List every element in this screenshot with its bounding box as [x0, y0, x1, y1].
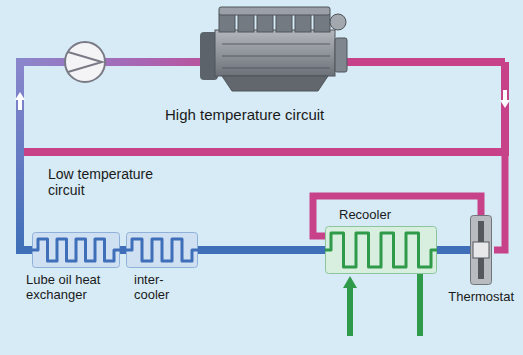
component-label: Thermostat [448, 289, 514, 304]
tube-coil [32, 239, 120, 261]
cooling-water-arrow [343, 276, 357, 288]
turbocharger [330, 14, 346, 30]
heat-exchanger-box-shape [32, 232, 120, 268]
engine-front-cover [335, 38, 347, 72]
cylinder-head [219, 14, 235, 32]
lt-pipe [20, 58, 34, 250]
thermostat-element [473, 242, 489, 258]
cylinder-head [314, 14, 330, 32]
thermostat-valve-shape [470, 215, 492, 285]
coolant-pipe [437, 246, 470, 254]
cylinder-head [295, 14, 311, 32]
cylinder-heads [219, 14, 330, 32]
oil-pan [222, 76, 328, 91]
flow-arrow [500, 90, 510, 108]
box-outline [471, 216, 492, 285]
circuit-label: Low temperature circuit [48, 166, 166, 198]
thermostat-valve: Thermostat [470, 215, 492, 285]
cooling-water-in [347, 286, 353, 336]
recooler-box-shape [325, 226, 437, 274]
box-outline [33, 233, 120, 268]
valve-cover [219, 7, 330, 15]
cooling-water-out [417, 274, 423, 336]
box-outline [326, 227, 437, 274]
pump-symbol [65, 42, 105, 82]
heat-exchanger-box: Lube oil heat exchanger [32, 232, 120, 268]
thermostat-feed-pipe [494, 150, 505, 250]
tube-coil [325, 233, 437, 267]
pump-impeller [68, 52, 102, 72]
cylinder-head [238, 14, 254, 32]
cylinder-head [257, 14, 273, 32]
component-label: Lube oil heat exchanger [26, 272, 126, 302]
intercooler-box: inter- cooler [126, 232, 198, 268]
box-outline [127, 233, 198, 268]
component-label: Recooler [339, 207, 391, 222]
coolant-pipe [120, 246, 126, 254]
flow-arrow [15, 92, 25, 110]
tube-coil [126, 239, 198, 261]
component-label: inter- cooler [134, 272, 169, 302]
engine-block [215, 30, 335, 76]
engine-ribs [222, 44, 330, 68]
cylinder-head [276, 14, 292, 32]
coolant-pipe [198, 246, 325, 254]
intercooler-box-shape [126, 232, 198, 268]
circuit-label: High temperature circuit [165, 106, 324, 123]
recooler-box: Recooler [325, 226, 437, 274]
